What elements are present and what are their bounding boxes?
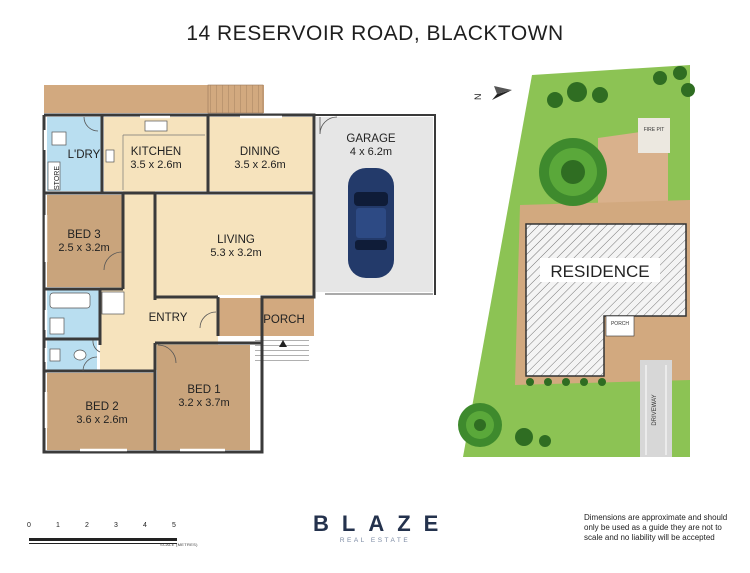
fire-pit-label: FIRE PIT [644,127,665,133]
store-label: STORE [54,166,61,190]
hall-floor [123,191,155,301]
floor-plan: L'DRY STORE KITCHEN 3.5 x 2.6m DINING 3.… [42,84,436,454]
garage-label: GARAGE [346,133,396,145]
tree-icon [539,138,607,206]
bed2-label: BED 2 [85,401,118,413]
bed1-floor [157,345,250,450]
page-title: 14 RESERVOIR ROAD, BLACKTOWN [186,22,564,45]
scale-tick-2: 2 [85,522,89,529]
north-label: N [473,94,483,101]
porch-steps [255,336,309,363]
site-porch-label: PORCH [611,321,629,327]
bed1-label: BED 1 [187,384,220,396]
kitchen-dims: 3.5 x 2.6m [130,159,181,171]
bed3-label: BED 3 [67,229,100,241]
dining-label: DINING [240,146,280,158]
kitchen-label: KITCHEN [131,146,181,158]
disclaimer-text: Dimensions are approximate and should on… [584,513,728,542]
fire-pit-area [638,118,670,153]
residence-label-bg [540,258,660,282]
tree-icon-2 [458,403,502,447]
driveway [640,360,672,457]
car-icon [348,168,394,278]
bed1-dims: 3.2 x 3.7m [178,397,229,409]
site-plan: FIRE PIT DRIVEWAY RESIDENCE PORCH [458,65,695,457]
scale-tick-4: 4 [143,522,147,529]
living-dims: 5.3 x 3.2m [210,247,261,259]
bed3-floor [47,195,123,287]
laundry-label: L'DRY [68,149,101,161]
brand-logo: BLAZE [313,511,452,536]
windows [43,115,282,452]
porch-arrow [279,340,287,347]
entry-label: ENTRY [149,312,188,324]
scale-tick-5: 5 [172,522,176,529]
back-steps [207,84,264,114]
brand-tagline: REAL ESTATE [339,537,411,544]
shrub-icons [515,66,695,447]
porch-label: PORCH [263,314,305,326]
scale-tick-3: 3 [114,522,118,529]
driveway-label: DRIVEWAY [652,394,658,425]
living-label: LIVING [217,234,255,246]
bed2-dims: 3.6 x 2.6m [76,414,127,426]
hedge-dots [526,378,606,386]
scale-tick-1: 1 [56,522,60,529]
garage-dims: 4 x 6.2m [350,146,392,158]
residence-label: RESIDENCE [550,262,649,281]
dining-dims: 3.5 x 2.6m [234,159,285,171]
scale-caption: SCALE (METRES) [160,542,198,547]
dining-floor [208,117,314,191]
scale-tick-0: 0 [27,522,31,529]
garage-walls [314,114,436,295]
bed3-dims: 2.5 x 3.2m [58,242,109,254]
north-arrow-icon: N [473,86,512,100]
fixtures [47,120,168,362]
scale-bar [29,538,177,544]
bed2-floor [47,373,154,450]
door-swings [82,116,338,372]
porch-floor [218,298,314,336]
